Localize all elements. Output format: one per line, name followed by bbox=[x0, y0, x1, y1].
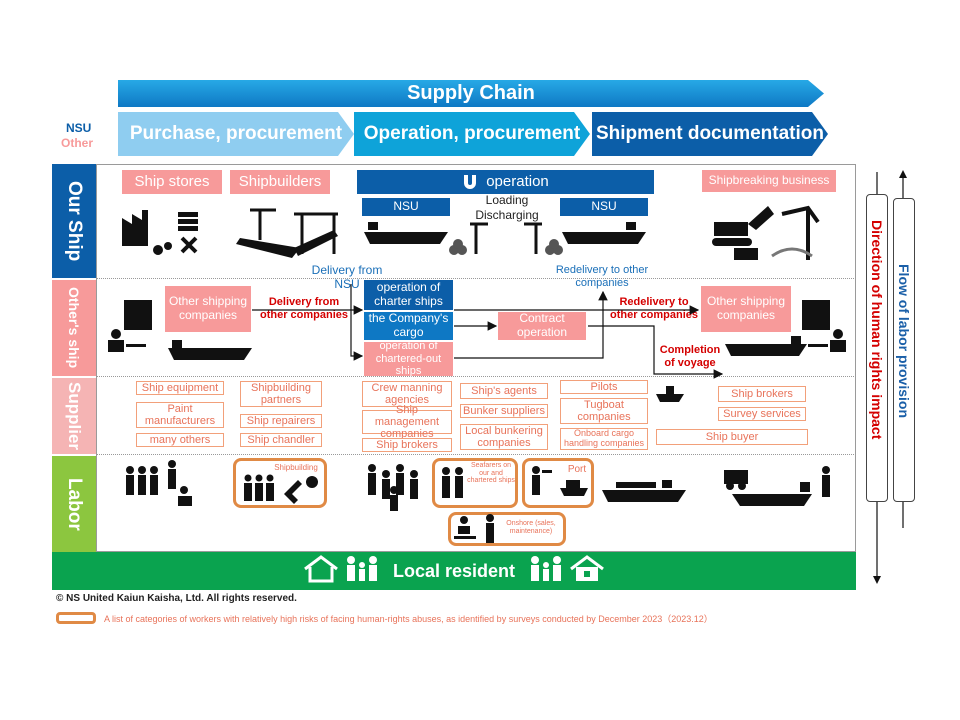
row-label-others-ship: Other's ship bbox=[52, 280, 96, 376]
ship-equipment-box: Ship equipment bbox=[136, 381, 224, 395]
ships-agents-box: Ship's agents bbox=[460, 383, 548, 399]
onshore-labor-label: Onshore (sales, maintenance) bbox=[506, 520, 556, 535]
other-shipping-companies-right: Other shipping companies bbox=[701, 286, 791, 332]
office-worker-icon bbox=[800, 298, 850, 359]
row-label-our-ship: Our Ship bbox=[52, 164, 96, 278]
diagram-frame bbox=[96, 164, 856, 552]
crew-group-icon bbox=[364, 460, 428, 519]
ship-icon bbox=[562, 220, 646, 251]
ship-icon bbox=[364, 220, 448, 251]
ship-brokers-box-1: Ship brokers bbox=[362, 438, 452, 452]
loading-crane-icon bbox=[446, 222, 492, 261]
ship-brokers-box-2: Ship brokers bbox=[718, 386, 806, 402]
risk-legend-note: A list of categories of workers with rel… bbox=[104, 614, 713, 624]
supply-chain-label: Supply Chain bbox=[407, 82, 535, 104]
shipbreaking-box: Shipbreaking business bbox=[702, 170, 836, 192]
nsu-box-left: NSU bbox=[362, 198, 450, 216]
discharging-label: Discharging bbox=[475, 208, 539, 222]
workers-group-icon bbox=[122, 460, 202, 519]
ship-repairers-box: Ship repairers bbox=[240, 414, 322, 428]
flow-labor-label: Flow of labor provision bbox=[896, 264, 912, 418]
shipyard-crane-icon bbox=[230, 200, 340, 269]
row-label-labor: Labor bbox=[52, 456, 96, 552]
shipbuilding-labor-label: Shipbuilding bbox=[274, 463, 318, 472]
local-bunkering-box: Local bunkering companies bbox=[460, 424, 548, 450]
operation-chartered-out-box: operation of chartered-out ships bbox=[364, 340, 453, 377]
ship-buyer-box: Ship buyer bbox=[656, 429, 808, 445]
redelivery-blue-label: Redelivery to other companies bbox=[555, 264, 649, 289]
supply-chain-arrow: Supply Chain bbox=[118, 80, 824, 107]
row-divider bbox=[96, 454, 856, 455]
paint-manufacturers-box: Paint manufacturers bbox=[136, 402, 224, 428]
direction-impact-label: Direction of human rights impact bbox=[869, 220, 885, 440]
operation-label: operation bbox=[486, 173, 549, 191]
purchase-procurement-arrow: Purchase, procurement bbox=[118, 112, 354, 156]
family-icon bbox=[345, 555, 379, 588]
operation-procurement-label: Operation, procurement bbox=[363, 123, 581, 144]
row-divider bbox=[96, 278, 856, 279]
ship-stores-box: Ship stores bbox=[122, 170, 222, 194]
bunker-suppliers-box: Bunker suppliers bbox=[460, 404, 548, 418]
pilots-box: Pilots bbox=[560, 380, 648, 394]
local-resident-label: Local resident bbox=[392, 560, 516, 581]
shipbuilders-box: Shipbuilders bbox=[230, 170, 330, 194]
shipbuilding-workers-icon bbox=[242, 474, 322, 509]
operation-procurement-arrow: Operation, procurement bbox=[354, 112, 590, 156]
operation-bar: operation bbox=[357, 170, 654, 194]
row-divider bbox=[96, 376, 856, 377]
shipbuilding-partners-box: Shipbuilding partners bbox=[240, 381, 322, 407]
contract-operation-box: Contract operation bbox=[498, 311, 586, 340]
seafarers-labor-label: Seafarers on our and chartered ships bbox=[467, 462, 515, 485]
risk-legend-swatch bbox=[56, 612, 96, 624]
port-worker-icon bbox=[528, 466, 588, 507]
house-icon bbox=[569, 554, 605, 588]
nsu-logo-icon bbox=[462, 174, 478, 190]
operation-charter-ships-box: operation of charter ships bbox=[364, 280, 453, 310]
factory-icon bbox=[122, 206, 206, 265]
local-resident-bar: Local resident bbox=[52, 552, 856, 590]
many-others-box: many others bbox=[136, 433, 224, 447]
demolition-excavator-icon bbox=[708, 200, 836, 271]
ship-chandler-box: Ship chandler bbox=[240, 433, 322, 447]
company-cargo-box: the Company's cargo bbox=[364, 311, 453, 340]
delivery-from-nsu-label: Delivery from NSU bbox=[311, 263, 383, 291]
port-labor-label: Port bbox=[567, 464, 587, 475]
onboard-cargo-handling-box: Onboard cargo handling companies bbox=[560, 428, 648, 450]
shipment-documentation-label: Shipment documentation bbox=[596, 123, 824, 144]
shipbreaking-worker-icon bbox=[722, 464, 842, 517]
direction-impact-box bbox=[866, 194, 888, 502]
completion-of-voyage-label: Completion of voyage bbox=[659, 344, 721, 369]
legend-other: Other bbox=[61, 136, 94, 150]
cargo-ship-icon bbox=[602, 478, 686, 509]
ship-icon bbox=[725, 334, 807, 363]
family-icon bbox=[529, 555, 563, 588]
row-label-supplier: Supplier bbox=[52, 378, 96, 454]
purchase-procurement-label: Purchase, procurement bbox=[129, 123, 343, 144]
discharging-crane-icon bbox=[520, 222, 566, 261]
onshore-workers-icon bbox=[454, 514, 502, 549]
flow-labor-box bbox=[893, 198, 915, 502]
legend-nsu: NSU bbox=[66, 121, 92, 135]
nsu-box-right: NSU bbox=[560, 198, 648, 216]
delivery-from-other-label: Delivery from other companies bbox=[259, 296, 349, 321]
copyright-text: © NS United Kaiun Kaisha, Ltd. All right… bbox=[56, 593, 297, 604]
tugboat-icon bbox=[656, 384, 684, 409]
seafarers-icon bbox=[440, 466, 466, 507]
ship-icon bbox=[168, 338, 252, 367]
redelivery-red-label: Redelivery to other companies bbox=[609, 296, 699, 321]
other-shipping-companies-left: Other shipping companies bbox=[165, 286, 251, 332]
office-worker-icon bbox=[104, 298, 154, 359]
survey-services-box: Survey services bbox=[718, 407, 806, 421]
tugboat-companies-box: Tugboat companies bbox=[560, 398, 648, 424]
loading-label: Loading bbox=[485, 193, 529, 207]
shipment-documentation-arrow: Shipment documentation bbox=[592, 112, 828, 156]
house-icon bbox=[303, 554, 339, 588]
crew-manning-box: Crew manning agencies bbox=[362, 381, 452, 407]
